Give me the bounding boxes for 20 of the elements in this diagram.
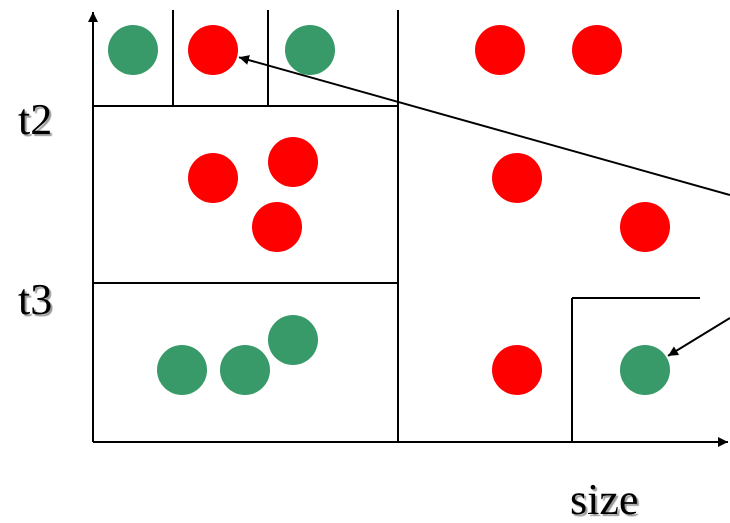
axis-label: size [570, 478, 638, 522]
data-point [188, 153, 238, 203]
data-point [492, 153, 542, 203]
data-point [572, 25, 622, 75]
axis-tick-label: t2 [18, 98, 52, 142]
arrow [668, 317, 730, 357]
data-point [475, 25, 525, 75]
data-point [157, 345, 207, 395]
arrow [238, 55, 730, 196]
data-point [108, 25, 158, 75]
data-point [268, 315, 318, 365]
data-point [188, 25, 238, 75]
data-point [620, 345, 670, 395]
axis-tick-label: t3 [18, 278, 52, 322]
data-point [285, 25, 335, 75]
data-point [620, 202, 670, 252]
data-point [252, 202, 302, 252]
data-point [268, 137, 318, 187]
data-point [220, 345, 270, 395]
data-point [492, 345, 542, 395]
